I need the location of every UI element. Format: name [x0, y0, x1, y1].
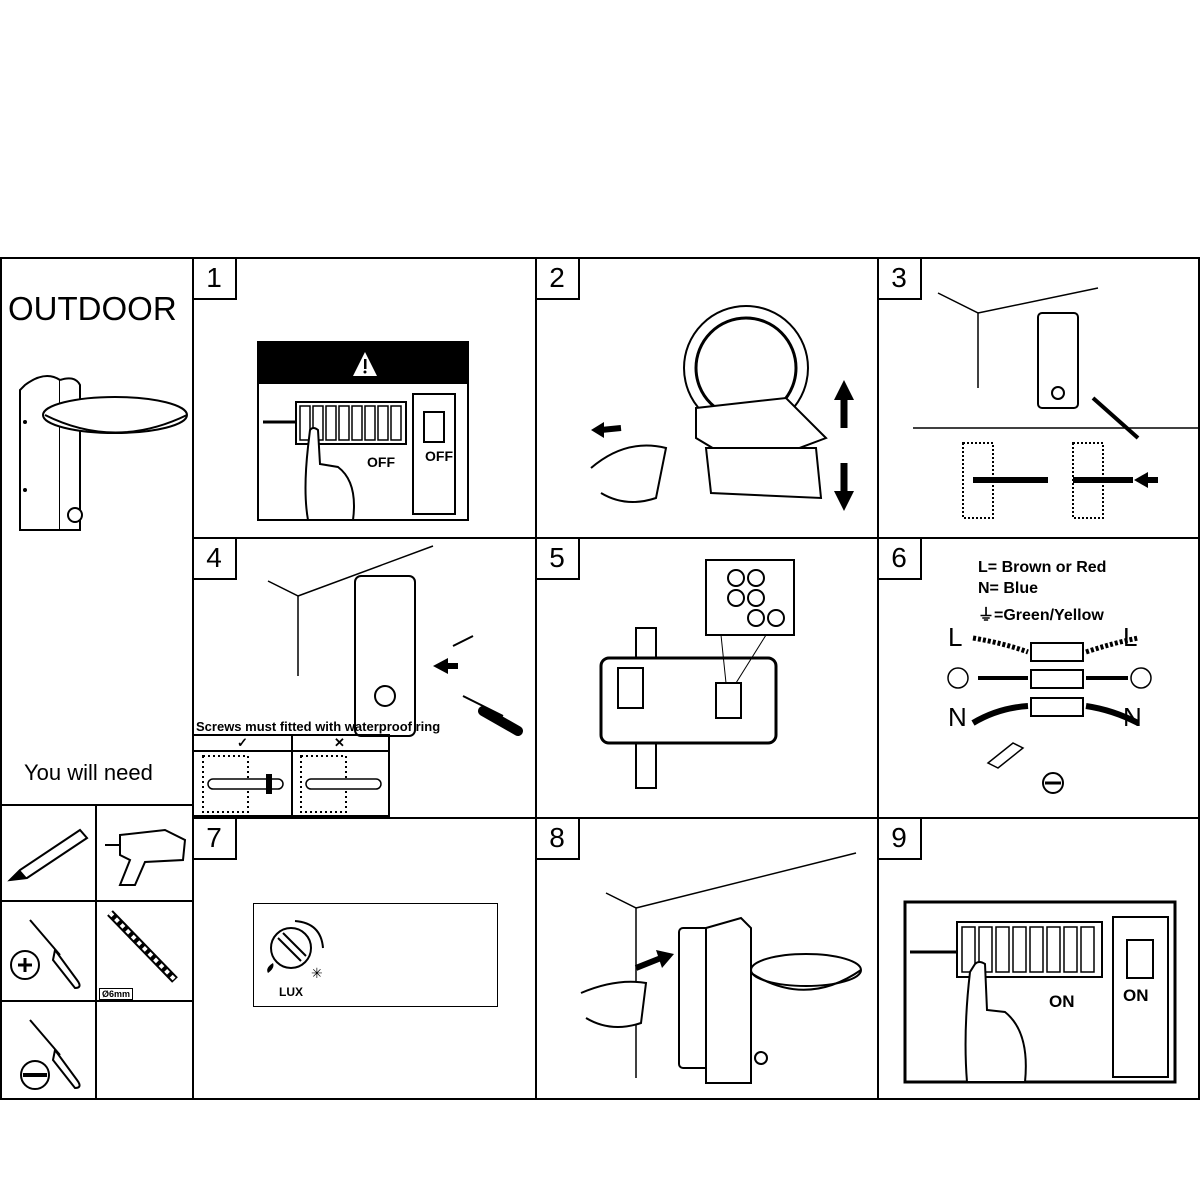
grid-line — [0, 1000, 193, 1002]
step-2-panel: 2 — [536, 258, 877, 537]
screw-with-ring-illustration — [202, 755, 284, 813]
grid-line — [535, 257, 537, 1100]
drill-bit-size-label: Ø6mm — [99, 988, 134, 1000]
live-label-left: L — [948, 622, 963, 652]
lamp-attach-illustration — [580, 852, 862, 1084]
svg-text:✳: ✳ — [311, 966, 323, 982]
lux-label: LUX — [279, 985, 303, 999]
flat-screwdriver-icon — [20, 1019, 81, 1090]
grid-line — [0, 900, 193, 902]
step-5-panel: 5 — [536, 538, 877, 817]
step-number: 2 — [536, 258, 580, 300]
phillips-screwdriver-icon — [10, 919, 81, 990]
pencil-icon — [7, 828, 89, 882]
grid-line — [192, 817, 1200, 819]
step-3-panel: 3 — [878, 258, 1200, 537]
switch-off-label: OFF — [425, 448, 453, 464]
step-8-panel: 8 — [536, 818, 877, 1100]
step-number: 4 — [193, 538, 237, 580]
step-number: 3 — [878, 258, 922, 300]
step-number: 7 — [193, 818, 237, 860]
waterproof-ring-note: Screws must fitted with waterproof ring — [196, 719, 441, 734]
step-1-panel: 1 OFF OFF — [193, 258, 535, 537]
power-drill-icon — [105, 828, 187, 886]
wire-legend-live: L= Brown or Red — [978, 559, 1107, 576]
step-4-panel: 4 Screws must fitted with waterproof rin… — [193, 538, 535, 817]
wrong-mark: ✕ — [334, 735, 345, 750]
correct-mark: ✓ — [237, 735, 248, 750]
step-number: 9 — [878, 818, 922, 860]
step-7-panel: 7 ✳ LUX — [193, 818, 535, 1100]
step-number: 5 — [536, 538, 580, 580]
step-number: 6 — [878, 538, 922, 580]
breaker-on-label: ON — [1049, 992, 1075, 1011]
you-will-need-label: You will need — [24, 760, 153, 785]
wall-lamp-illustration — [19, 375, 188, 531]
product-title: OUTDOOR — [8, 290, 177, 327]
neutral-label-left: N — [948, 702, 967, 732]
step-6-panel: 6 L= Brown or Red N= Blue ⏚=Green/Yellow… — [878, 538, 1200, 817]
warning-breaker-illustration — [257, 341, 469, 521]
drill-bit-icon — [107, 910, 178, 983]
breaker-on-illustration — [903, 900, 1177, 1084]
wall-marking-illustration — [913, 287, 1198, 519]
bracket-mounting-illustration — [267, 545, 523, 737]
live-label-right: L — [1123, 622, 1138, 652]
lux-dial-icon[interactable]: ✳ — [263, 913, 343, 983]
grid-line — [291, 734, 293, 817]
screw-without-ring-illustration — [300, 755, 382, 813]
switch-on-label: ON — [1123, 986, 1149, 1005]
grid-line — [192, 257, 194, 1100]
step-number: 1 — [193, 258, 237, 300]
sensor-adjust-box — [253, 903, 498, 1007]
step-number: 8 — [536, 818, 580, 860]
wiring-box-illustration — [599, 559, 795, 789]
step-9-panel: 9 ON ON — [878, 818, 1200, 1100]
lamp-removal-illustration — [590, 305, 854, 511]
grid-line — [877, 257, 879, 1100]
wire-legend-neutral: N= Blue — [978, 580, 1039, 597]
terminal-block-illustration — [947, 635, 1152, 794]
grid-line — [193, 750, 390, 752]
wire-legend-earth: ⏚=Green/Yellow — [978, 607, 1104, 624]
instruction-sheet-frame — [0, 257, 1200, 1100]
grid-line — [95, 804, 97, 1100]
grid-line — [192, 537, 1200, 539]
breaker-off-label: OFF — [367, 454, 395, 470]
